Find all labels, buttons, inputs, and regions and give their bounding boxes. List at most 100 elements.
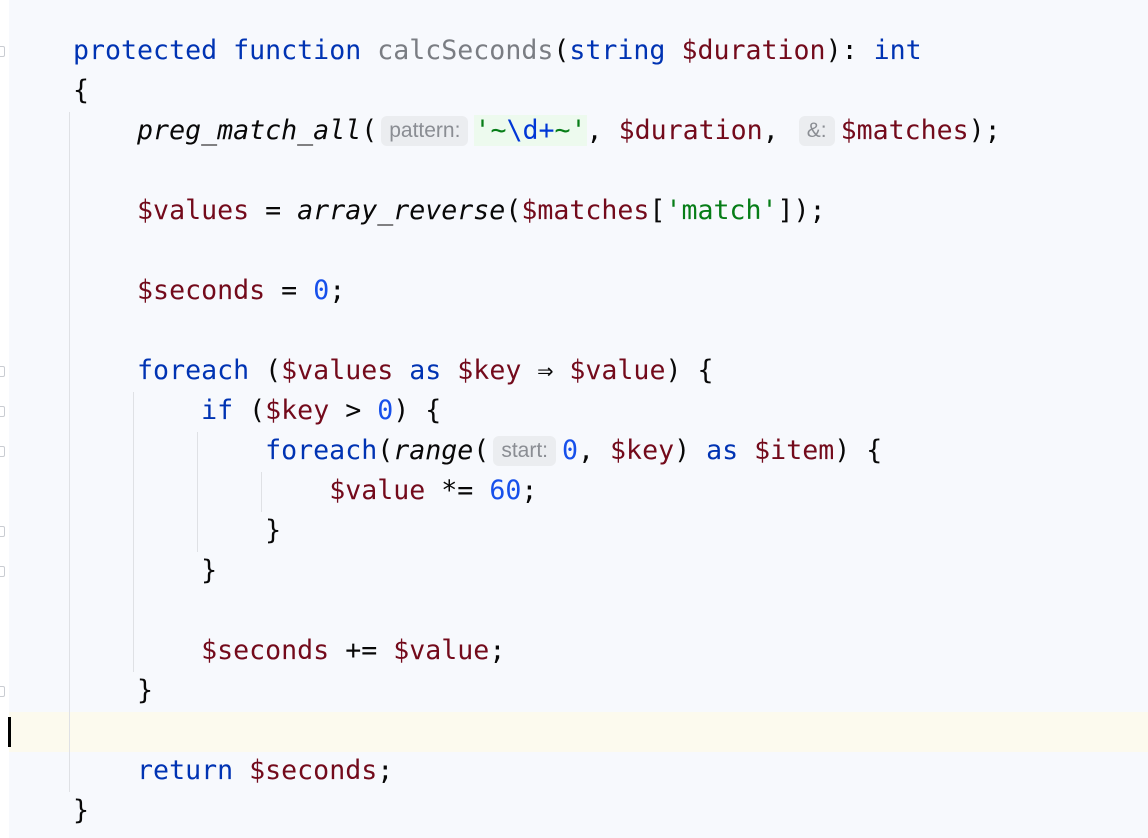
code-token: (	[505, 195, 522, 226]
code-token: $item	[754, 435, 835, 466]
code-token: 0	[562, 435, 579, 466]
code-token: $key	[457, 355, 522, 386]
code-token: ):	[825, 35, 874, 66]
code-line[interactable]: ​	[73, 591, 1001, 631]
code-token: =	[265, 275, 314, 306]
code-token	[217, 35, 233, 66]
code-line[interactable]: ​	[73, 151, 1001, 191]
code-token	[361, 35, 377, 66]
code-token	[73, 635, 201, 666]
fold-icon[interactable]	[0, 446, 5, 457]
code-token: $value	[329, 475, 426, 506]
code-line[interactable]: return $seconds;	[73, 751, 1001, 791]
code-token: ,	[578, 435, 611, 466]
code-line[interactable]: $seconds = 0;	[73, 271, 1001, 311]
code-token: range	[393, 435, 474, 466]
code-token: as	[706, 435, 739, 466]
code-token: if	[201, 395, 234, 426]
code-token	[73, 195, 137, 226]
code-token	[665, 35, 681, 66]
indent-guide	[261, 472, 262, 512]
current-line-highlight	[9, 712, 1148, 752]
code-token: [	[649, 195, 666, 226]
code-token	[233, 755, 249, 786]
code-token: $seconds	[249, 755, 378, 786]
code-token: return	[137, 755, 234, 786]
code-token: $key	[610, 435, 675, 466]
code-token: ;	[329, 275, 346, 306]
code-token: $value	[393, 635, 490, 666]
fold-icon[interactable]	[0, 46, 5, 57]
code-token: as	[409, 355, 442, 386]
code-line[interactable]: ​	[73, 311, 1001, 351]
code-token: +=	[329, 635, 394, 666]
code-token: (	[233, 395, 266, 426]
indent-guide	[69, 112, 70, 792]
code-token: }	[73, 675, 154, 706]
code-line[interactable]: $seconds += $value;	[73, 631, 1001, 671]
code-line[interactable]: {	[73, 71, 1001, 111]
code-line[interactable]: }	[73, 511, 1001, 551]
code-token: calcSeconds	[377, 35, 554, 66]
code-token	[73, 355, 137, 386]
code-token: 'match'	[665, 195, 778, 226]
fold-icon[interactable]	[0, 566, 5, 577]
code-token: =	[249, 195, 298, 226]
code-token: ⇒	[521, 355, 570, 386]
code-line[interactable]: }	[73, 791, 1001, 831]
code-line[interactable]: foreach(range(start:0, $key) as $item) {	[73, 431, 1001, 471]
code-token: ,	[762, 115, 795, 146]
code-token: {	[73, 75, 90, 106]
editor-gutter[interactable]	[0, 0, 9, 838]
code-token: );	[968, 115, 1001, 146]
code-token: $values	[137, 195, 250, 226]
code-line[interactable]: $value *= 60;	[73, 471, 1001, 511]
code-token: ;	[521, 475, 538, 506]
parameter-hint: pattern:	[381, 116, 469, 146]
code-token: (	[249, 355, 282, 386]
code-line[interactable]: $values = array_reverse($matches['match'…	[73, 191, 1001, 231]
code-token: \d+	[506, 115, 555, 146]
code-token: $values	[281, 355, 394, 386]
code-token	[73, 115, 137, 146]
code-token: (	[553, 35, 570, 66]
code-token	[73, 275, 137, 306]
fold-icon[interactable]	[0, 406, 5, 417]
code-token: '~	[474, 115, 507, 146]
code-token: ) {	[834, 435, 883, 466]
fold-icon[interactable]	[0, 686, 5, 697]
code-token: protected	[73, 35, 218, 66]
code-token: function	[233, 35, 362, 66]
code-token: 0	[313, 275, 330, 306]
code-line[interactable]: preg_match_all(pattern:'~\d+~', $duratio…	[73, 111, 1001, 151]
code-token: string	[569, 35, 666, 66]
code-token: *=	[425, 475, 490, 506]
code-line[interactable]: foreach ($values as $key ⇒ $value) {	[73, 351, 1001, 391]
fold-icon[interactable]	[0, 366, 5, 377]
code-editor[interactable]: protected function calcSeconds(string $d…	[73, 31, 1001, 831]
code-token	[393, 355, 409, 386]
code-line[interactable]: ​	[73, 711, 1001, 751]
code-token: >	[329, 395, 378, 426]
code-token: ,	[586, 115, 619, 146]
parameter-hint: start:	[493, 436, 556, 466]
code-line[interactable]: protected function calcSeconds(string $d…	[73, 31, 1001, 71]
parameter-hint: &:	[798, 116, 835, 146]
indent-guide	[133, 392, 134, 672]
code-line[interactable]: }	[73, 551, 1001, 591]
code-token: ;	[377, 755, 394, 786]
code-token	[738, 435, 754, 466]
code-token: $duration	[618, 115, 763, 146]
code-token: $duration	[681, 35, 826, 66]
code-token: $value	[569, 355, 666, 386]
code-token: ;	[489, 635, 506, 666]
code-token: ~'	[554, 115, 587, 146]
code-token: }	[73, 555, 218, 586]
code-line[interactable]: if ($key > 0) {	[73, 391, 1001, 431]
code-token: (	[473, 435, 490, 466]
code-token: preg_match_all	[137, 115, 362, 146]
code-line[interactable]: }	[73, 671, 1001, 711]
fold-icon[interactable]	[0, 526, 5, 537]
code-line[interactable]: ​	[73, 231, 1001, 271]
code-token: $matches	[840, 115, 969, 146]
